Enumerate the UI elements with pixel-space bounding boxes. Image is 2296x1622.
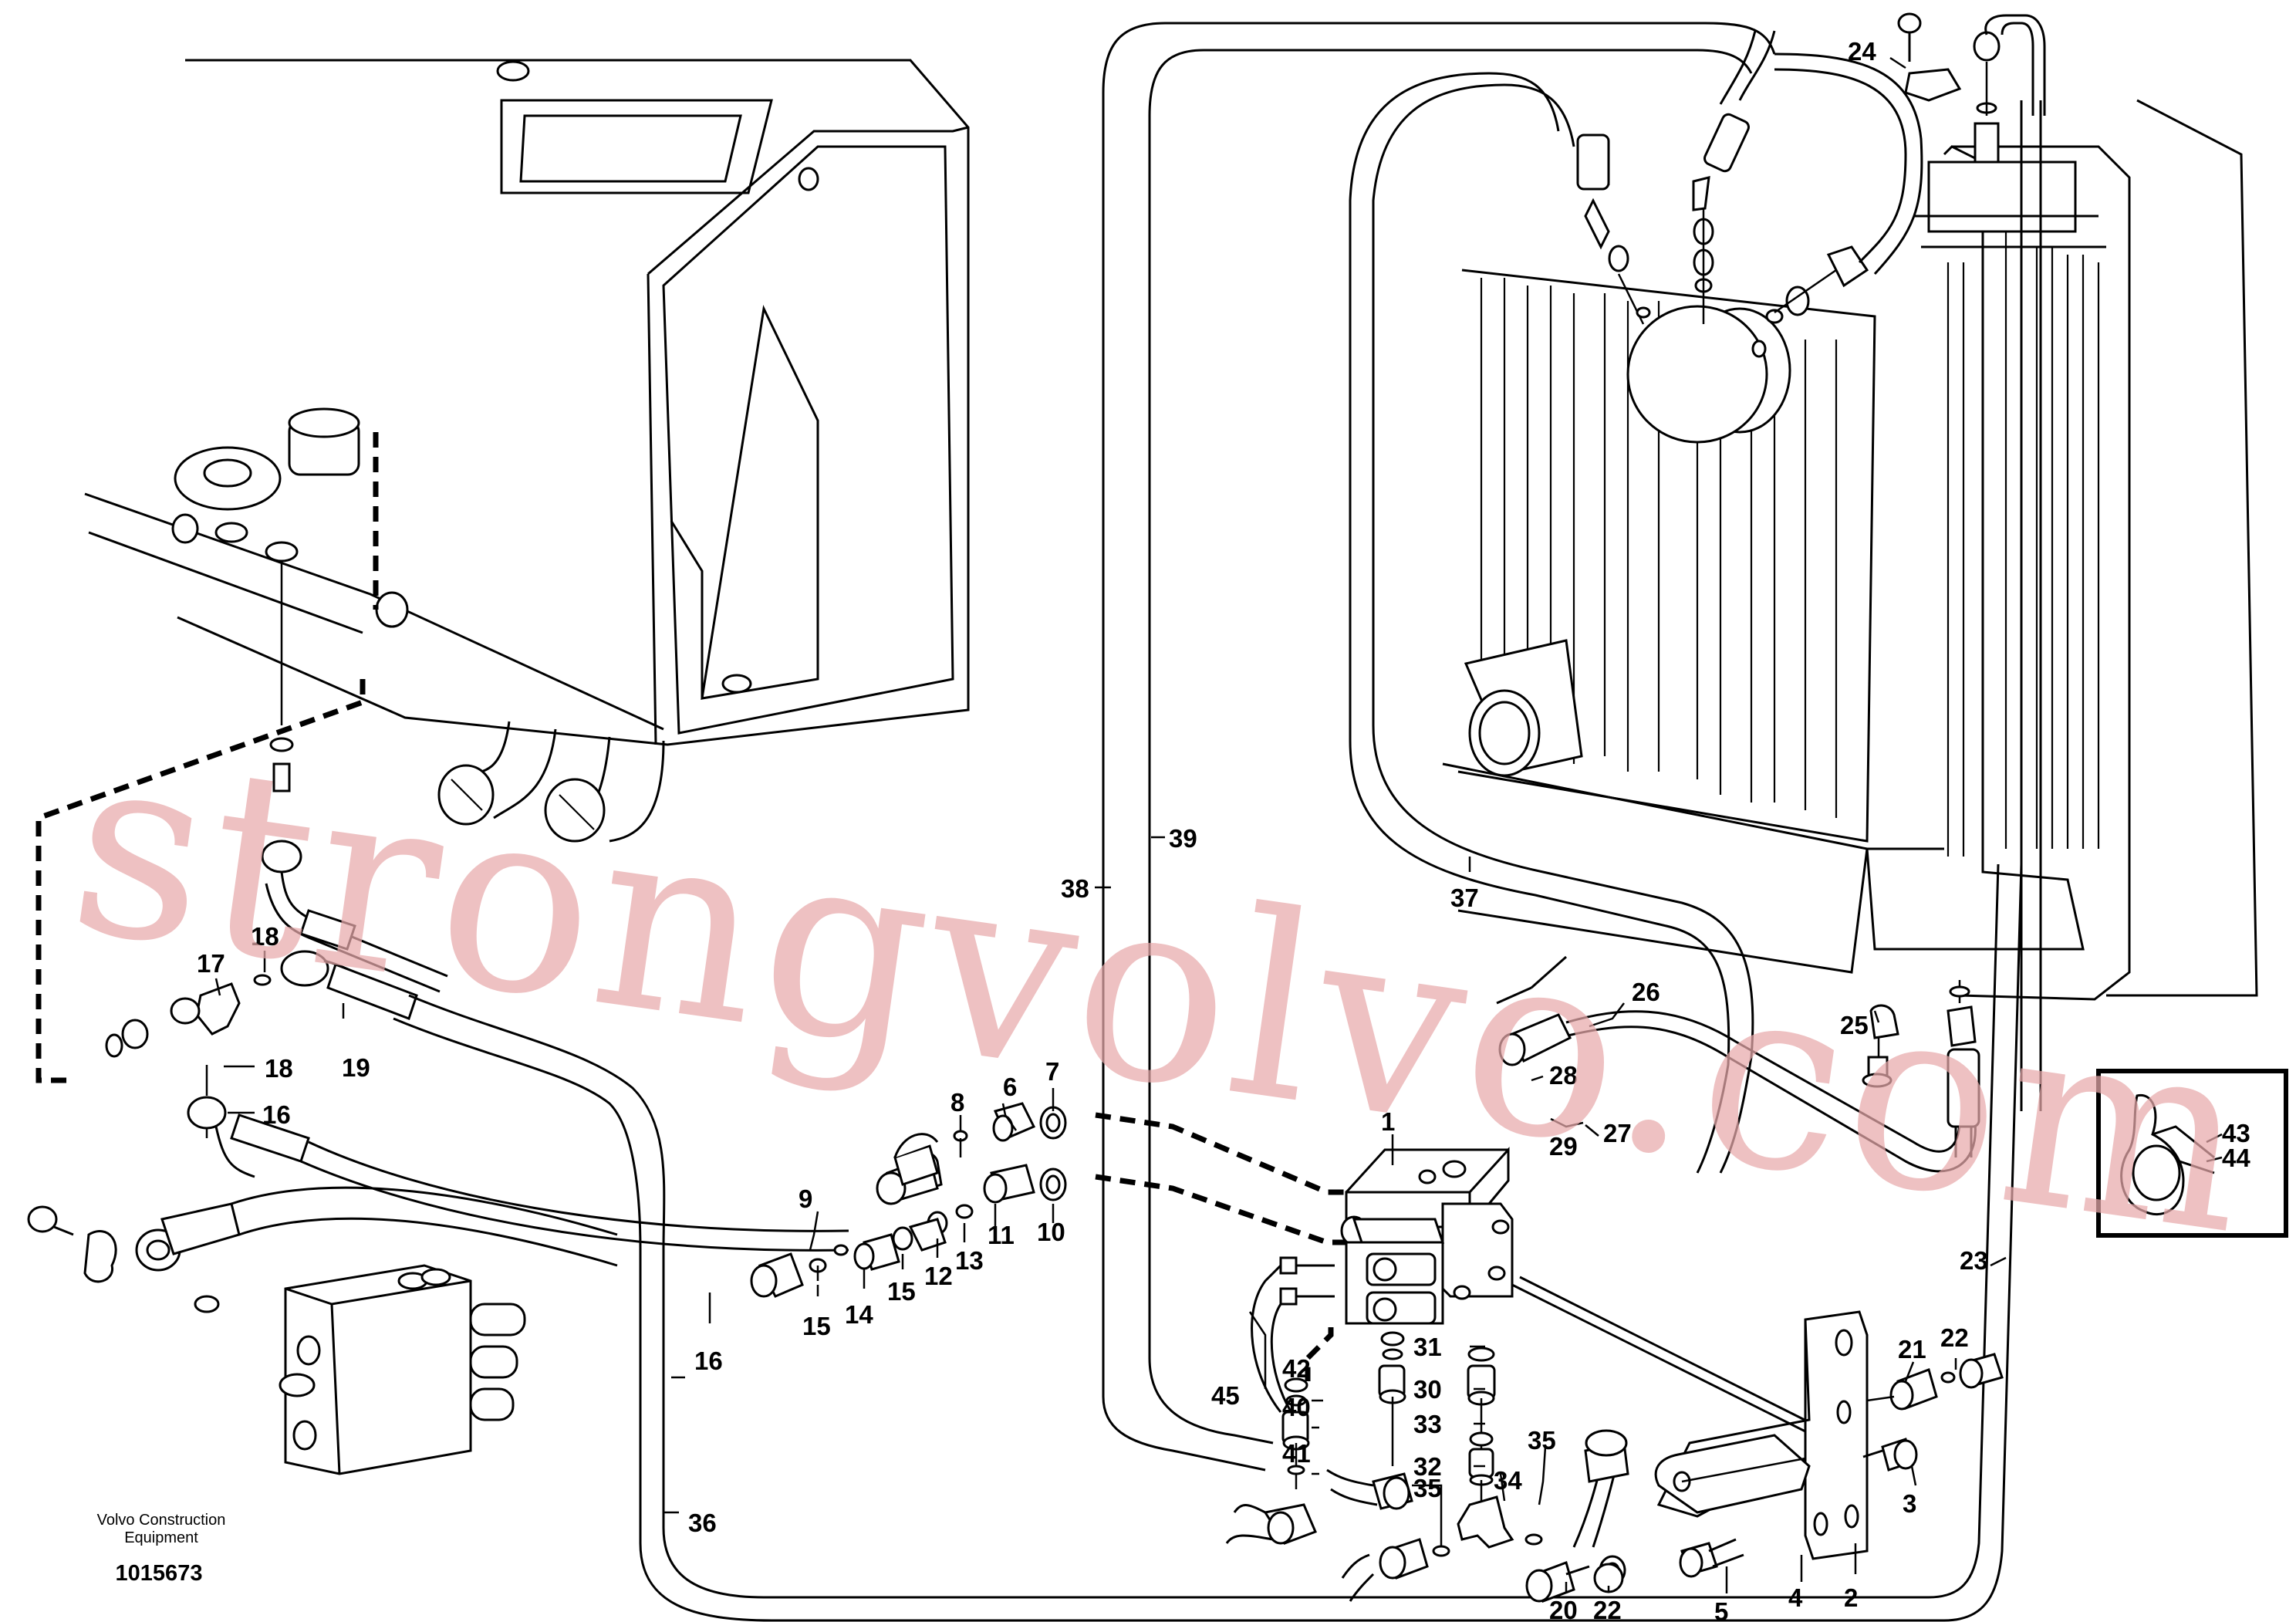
label-9: 9 <box>799 1184 812 1213</box>
label-2: 2 <box>1844 1583 1858 1612</box>
label-39: 39 <box>1169 824 1197 853</box>
tee-fitting-34 <box>1457 1495 1514 1549</box>
swivel-nut-18 <box>280 950 329 987</box>
label-21: 21 <box>1898 1335 1926 1363</box>
fitting-row <box>750 1102 1067 1298</box>
publisher-caption: Volvo Construction Equipment 1015673 <box>97 1512 226 1586</box>
label-10: 10 <box>1037 1218 1065 1246</box>
label-4: 4 <box>1788 1583 1803 1612</box>
label-22b: 22 <box>1593 1596 1622 1622</box>
label-28: 28 <box>1549 1061 1578 1090</box>
nut-16 <box>187 1096 227 1130</box>
control-valve-block <box>27 1186 618 1475</box>
label-23: 23 <box>1960 1246 1988 1275</box>
bolt-5 <box>1679 1547 1703 1578</box>
label-31: 31 <box>1413 1333 1442 1361</box>
label-36: 36 <box>688 1509 717 1537</box>
hydraulic-tank <box>35 59 970 1083</box>
dashed-link-10 <box>1095 1174 1346 1245</box>
label-20: 20 <box>1549 1596 1578 1622</box>
label-5: 5 <box>1714 1597 1728 1622</box>
right-side-fittings <box>1862 12 2046 1157</box>
label-41: 41 <box>1282 1439 1311 1468</box>
label-14: 14 <box>845 1300 873 1329</box>
watermark: strongvolvo.com <box>56 693 2270 1292</box>
label-42: 42 <box>1282 1354 1311 1383</box>
dashed-link-7 <box>1095 1112 1346 1195</box>
label-13: 13 <box>955 1246 984 1275</box>
clamp-25 <box>1869 1004 1899 1039</box>
label-16a: 16 <box>262 1100 291 1129</box>
document-number: 1015673 <box>116 1561 203 1586</box>
main-valve-block <box>1095 1112 1818 1437</box>
label-3: 3 <box>1903 1489 1916 1518</box>
label-7: 7 <box>1045 1057 1059 1086</box>
label-40: 40 <box>1282 1393 1311 1421</box>
label-12: 12 <box>924 1262 953 1290</box>
label-11: 11 <box>988 1221 1015 1249</box>
label-35a: 35 <box>1528 1426 1556 1455</box>
bracket-2 <box>1804 1310 1869 1560</box>
label-38: 38 <box>1061 874 1089 903</box>
label-15a: 15 <box>802 1312 831 1340</box>
label-29: 29 <box>1549 1132 1578 1161</box>
dashed-bracket <box>35 679 366 1083</box>
label-8: 8 <box>950 1088 964 1117</box>
label-26: 26 <box>1632 978 1660 1006</box>
label-33: 33 <box>1413 1410 1442 1438</box>
label-18a: 18 <box>251 922 279 951</box>
oil-cooler-radiator <box>1442 99 2258 1111</box>
label-17: 17 <box>197 949 225 978</box>
label-22a: 22 <box>1940 1323 1969 1352</box>
label-45: 45 <box>1211 1381 1240 1410</box>
inset-detail-box <box>2096 1069 2288 1238</box>
label-15b: 15 <box>887 1277 916 1306</box>
caption-line-2: Equipment <box>124 1529 198 1546</box>
caption-line-1: Volvo Construction <box>97 1512 226 1529</box>
tank-outlet-fittings <box>105 737 2023 1622</box>
label-19: 19 <box>342 1053 370 1082</box>
tank-cap <box>496 60 530 82</box>
bracket-4 <box>1654 1434 1811 1514</box>
mounting-bracket <box>1593 1310 2004 1593</box>
label-37: 37 <box>1450 884 1479 912</box>
label-25: 25 <box>1840 1011 1869 1039</box>
label-30: 30 <box>1413 1375 1442 1404</box>
label-27: 27 <box>1603 1119 1632 1147</box>
label-16b: 16 <box>694 1347 723 1375</box>
cooler-top-tank <box>1927 161 2077 233</box>
label-6: 6 <box>1003 1073 1017 1101</box>
label-34: 34 <box>1494 1466 1522 1495</box>
callout-leaders <box>214 56 2223 1593</box>
label-24: 24 <box>1848 37 1876 66</box>
tank-port <box>375 591 409 628</box>
label-35b: 35 <box>1413 1474 1442 1502</box>
label-43: 43 <box>2222 1119 2250 1147</box>
label-1: 1 <box>1381 1107 1395 1136</box>
label-44: 44 <box>2222 1144 2250 1172</box>
label-32: 32 <box>1413 1452 1442 1481</box>
clamp-24 <box>1904 68 1962 102</box>
label-18b: 18 <box>265 1054 293 1083</box>
callout-labels: 1 2 3 4 5 6 7 8 9 10 11 12 13 14 15 15 1… <box>197 37 2250 1622</box>
lower-fittings <box>1225 1331 1629 1603</box>
fan-motor-hoses <box>1349 30 1923 1174</box>
pipe-routing <box>1102 22 1977 1472</box>
